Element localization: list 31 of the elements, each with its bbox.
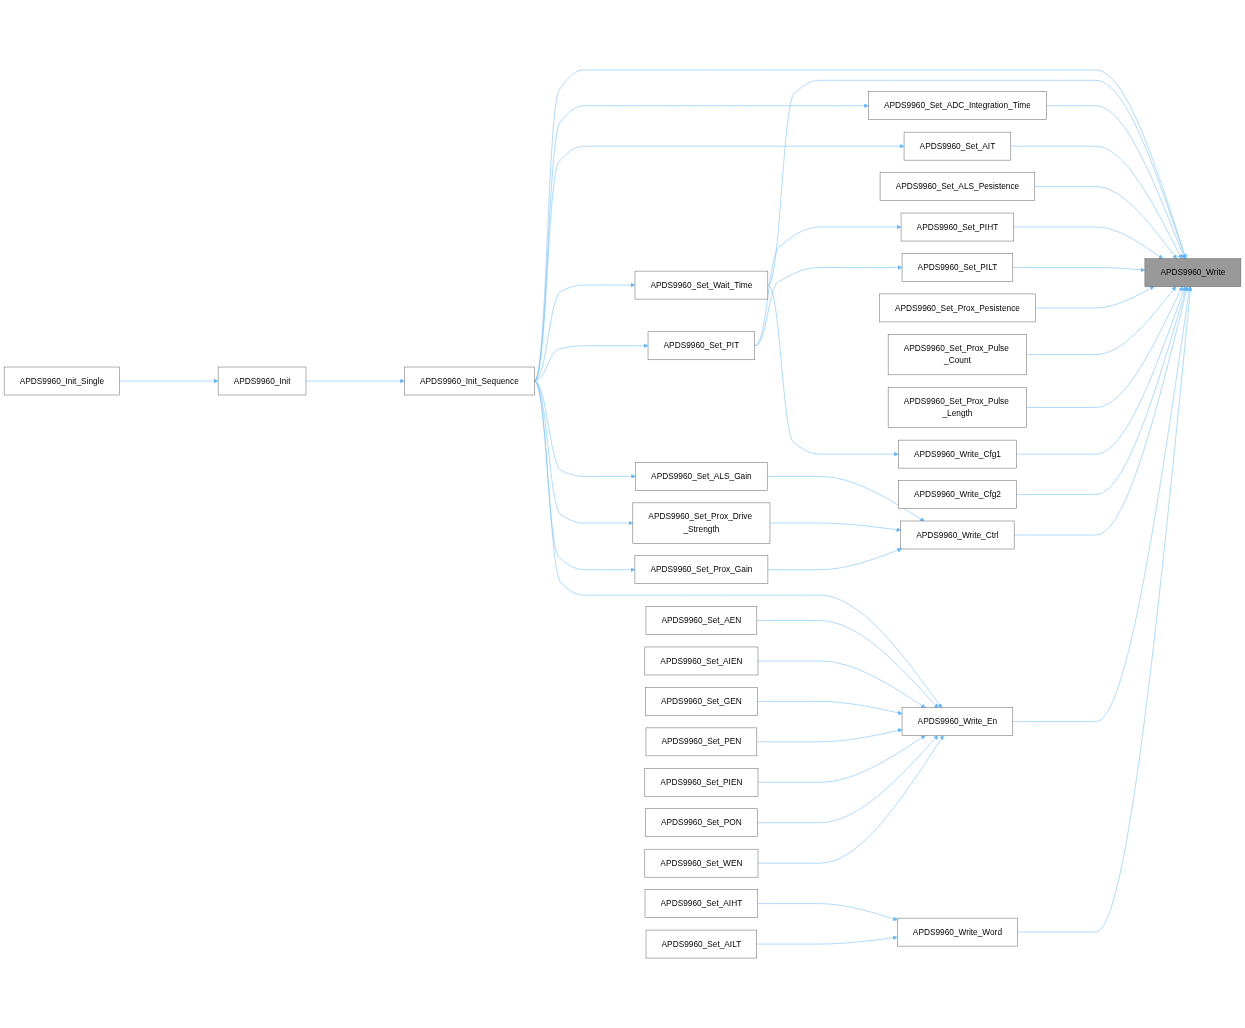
node-box: APDS9960_Write_Word (897, 917, 1018, 947)
node-box: APDS9960_Set_ADC_Integration_Time (868, 91, 1047, 120)
node-box: APDS9960_Set_Prox_Pesistence (879, 293, 1036, 323)
node-box: APDS9960_Set_Prox_Gain (634, 555, 769, 584)
node-box: APDS9960_Init (217, 366, 307, 396)
node-box: APDS9960_Set_AEN (645, 606, 758, 635)
node-box: APDS9960_Set_Prox_Pulse _Count (887, 334, 1027, 376)
node-box: APDS9960_Set_Prox_Drive _Strength (632, 502, 771, 544)
node-box: APDS9960_Set_PIEN (644, 768, 759, 797)
node-box: APDS9960_Write (1144, 258, 1242, 287)
node-box: APDS9960_Set_PIHT (900, 212, 1015, 242)
node-box: APDS9960_Write_Cfg1 (898, 439, 1017, 469)
node-box: APDS9960_Set_AIEN (644, 646, 759, 676)
node-box: APDS9960_Set_PIT (647, 331, 755, 360)
node-box: APDS9960_Set_GEN (645, 687, 758, 716)
node-box: APDS9960_Set_PILT (901, 253, 1014, 282)
node-box: APDS9960_Set_AIHT (644, 889, 758, 918)
node-box: APDS9960_Set_PEN (645, 727, 758, 757)
node-box: APDS9960_Set_WEN (644, 848, 759, 878)
node-box: APDS9960_Set_Prox_Pulse _Length (887, 387, 1027, 428)
node-box: APDS9960_Set_Wait_Time (634, 270, 769, 300)
node-box: APDS9960_Set_ALS_Gain (635, 462, 768, 491)
node-box: APDS9960_Set_PON (645, 808, 758, 837)
node-box: APDS9960_Set_ALS_Pesistence (879, 172, 1036, 201)
node-box: APDS9960_Set_AILT (645, 929, 757, 959)
node-box: APDS9960_Init_Single (3, 366, 120, 396)
node-box: APDS9960_Write_En (901, 707, 1014, 736)
node-box: APDS9960_Set_AIT (903, 131, 1012, 161)
node-box: APDS9960_Write_Ctrl (900, 520, 1015, 550)
node-box: APDS9960_Write_Cfg2 (898, 480, 1017, 509)
node-box: APDS9960_Init_Sequence (404, 366, 535, 396)
